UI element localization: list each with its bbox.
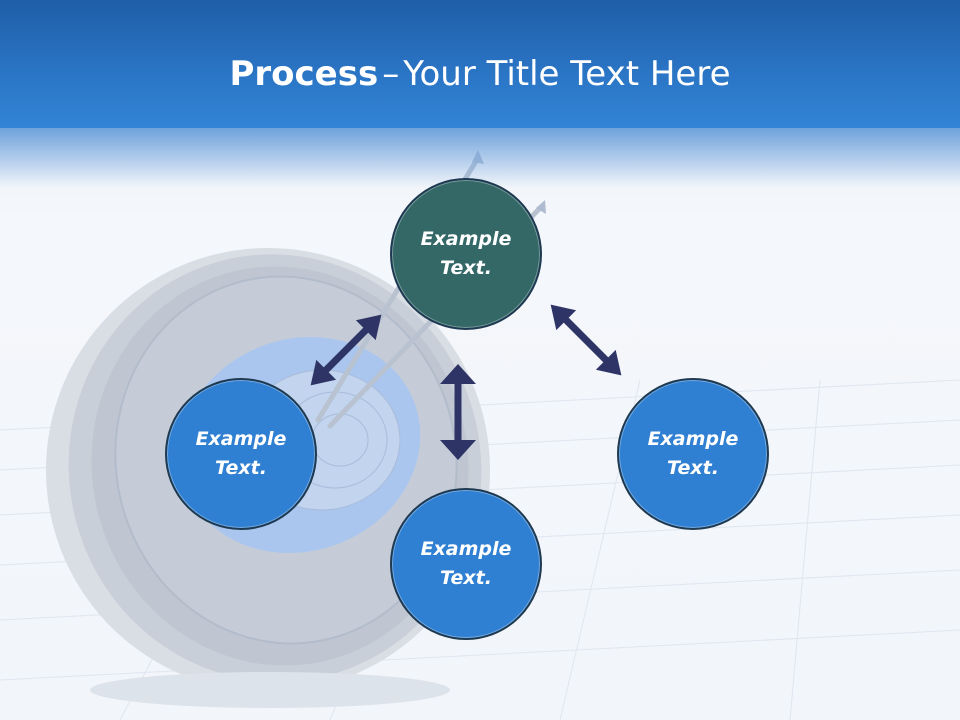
node-label: Example Text. (420, 538, 512, 589)
node-label: Example Text. (647, 428, 739, 479)
title-separator: – (382, 54, 400, 94)
slide-title: Process–Your Title Text Here (0, 52, 960, 96)
node-top: Example Text. (390, 178, 542, 330)
header-bar (0, 0, 960, 128)
node-left: Example Text. (165, 378, 317, 530)
node-label: Example Text. (420, 228, 512, 279)
node-label: Example Text. (195, 428, 287, 479)
node-right: Example Text. (617, 378, 769, 530)
header-gradient-fade (0, 128, 960, 188)
title-rest: Your Title Text Here (403, 54, 731, 94)
node-bottom: Example Text. (390, 488, 542, 640)
title-bold: Process (229, 54, 379, 94)
